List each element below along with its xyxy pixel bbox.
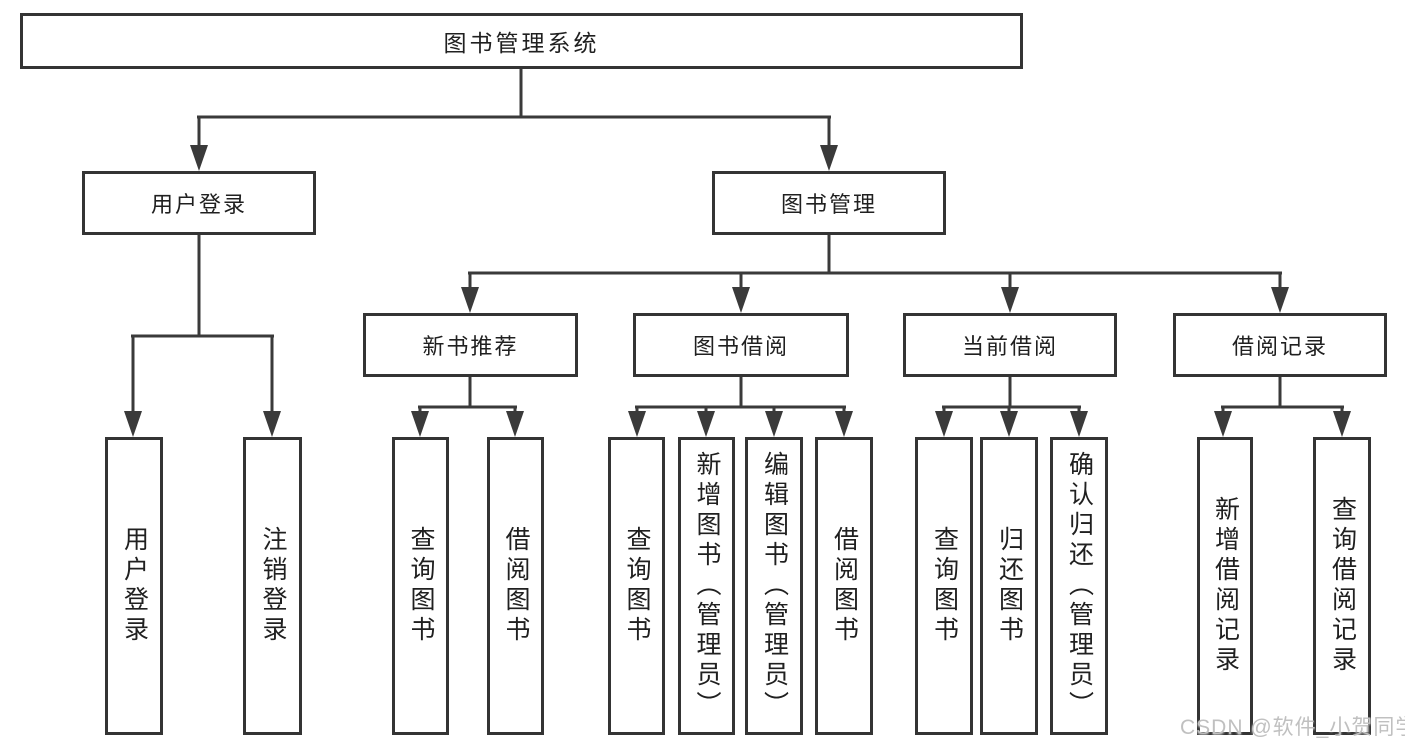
arrowhead-down-icon [628,411,646,437]
leaf-return-books: 归还图书 [980,437,1038,735]
leaf-add-books-admin: 新增图书（管理员） [678,437,735,735]
arrowhead-down-icon [820,145,838,171]
arrowhead-down-icon [1001,287,1019,313]
node-borrow-record: 借阅记录 [1173,313,1387,377]
leaf-query-books: 查询图书 [608,437,665,735]
leaf-borrow-books: 借阅图书 [487,437,544,735]
node-book-borrow: 图书借阅 [633,313,849,377]
arrowhead-down-icon [1214,411,1232,437]
leaf-borrow-books: 借阅图书 [815,437,873,735]
arrowhead-down-icon [1271,287,1289,313]
leaf-query-books: 查询图书 [392,437,449,735]
leaf-query-books: 查询图书 [915,437,973,735]
arrowhead-down-icon [835,411,853,437]
arrowhead-down-icon [506,411,524,437]
csdn-watermark: CSDN @软件_小贺同学 [1180,716,1405,739]
leaf-user-login: 用户登录 [105,437,163,735]
arrowhead-down-icon [1070,411,1088,437]
arrowhead-down-icon [124,411,142,437]
leaf-add-borrow-record: 新增借阅记录 [1197,437,1253,735]
arrowhead-down-icon [1000,411,1018,437]
arrowhead-down-icon [765,411,783,437]
node-new-book-recommend: 新书推荐 [363,313,578,377]
arrowhead-down-icon [935,411,953,437]
node-book-management: 图书管理 [712,171,946,235]
arrowhead-down-icon [461,287,479,313]
arrowhead-down-icon [732,287,750,313]
node-library-management-system: 图书管理系统 [20,13,1023,69]
arrowhead-down-icon [263,411,281,437]
leaf-logout: 注销登录 [243,437,302,735]
arrowhead-down-icon [190,145,208,171]
arrowhead-down-icon [411,411,429,437]
node-current-borrow: 当前借阅 [903,313,1117,377]
node-user-login: 用户登录 [82,171,316,235]
leaf-confirm-return-admin: 确认归还（管理员） [1050,437,1108,735]
arrowhead-down-icon [697,411,715,437]
leaf-edit-books-admin: 编辑图书（管理员） [745,437,803,735]
leaf-query-borrow-record: 查询借阅记录 [1313,437,1371,735]
arrowhead-down-icon [1333,411,1351,437]
